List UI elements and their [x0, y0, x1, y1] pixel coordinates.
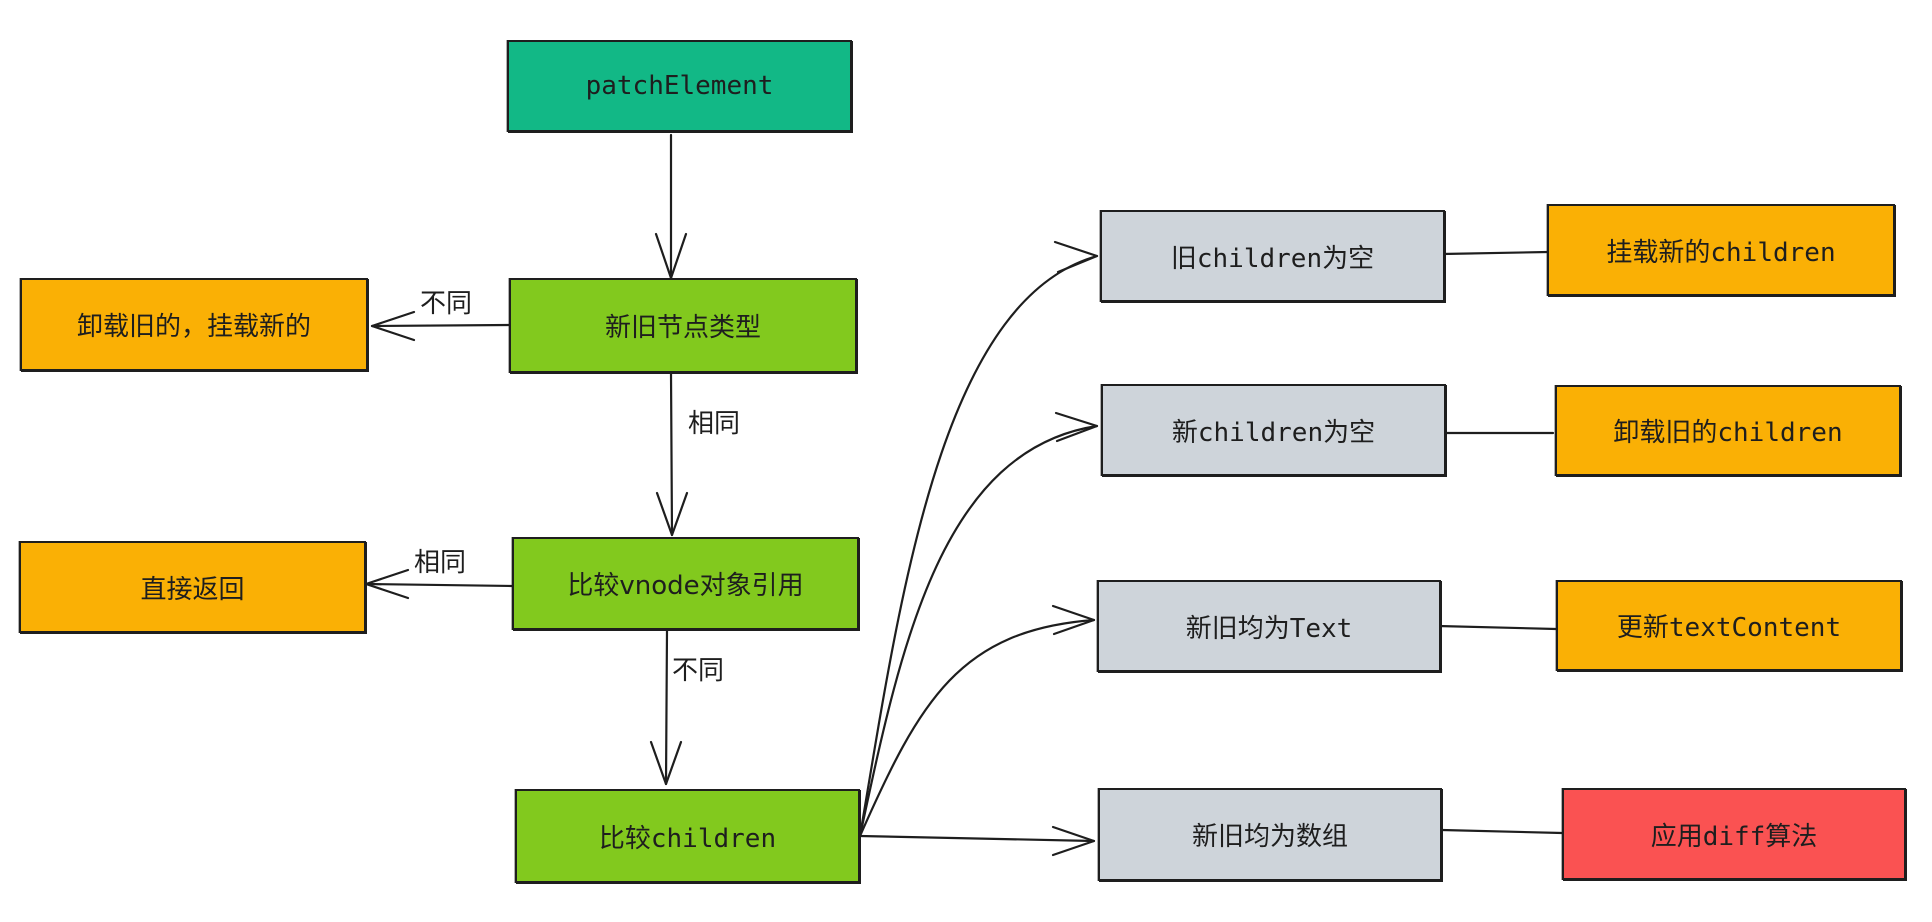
node-unmount-mount: 卸载旧的，挂载新的	[20, 278, 368, 371]
edge-label-ref-different: 不同	[672, 656, 725, 686]
edge-label-ref-same: 相同	[414, 548, 467, 578]
edge-type-to-unmount	[370, 323, 511, 328]
edge-old-empty-to-mount	[1440, 250, 1550, 256]
edge-ref-to-children	[664, 628, 669, 786]
node-return-direct: 直接返回	[19, 541, 366, 633]
node-unmount-old-children: 卸载旧的children	[1555, 385, 1901, 476]
node-patch-element: patchElement	[507, 40, 852, 132]
node-compare-ref: 比较vnode对象引用	[512, 537, 859, 630]
edge-children-to-both-array	[858, 834, 1096, 843]
edge-children-to-new-empty	[858, 424, 1099, 838]
arrowhead	[655, 491, 689, 537]
node-both-text: 新旧均为Text	[1097, 580, 1441, 672]
edge-ref-to-return	[364, 582, 514, 588]
arrowhead	[1054, 411, 1099, 443]
node-both-array: 新旧均为数组	[1098, 788, 1442, 881]
arrowhead	[649, 740, 683, 786]
edge-label-type-different: 不同	[420, 289, 473, 319]
node-node-type: 新旧节点类型	[509, 278, 857, 373]
arrowhead	[1051, 825, 1096, 857]
edge-both-array-to-diff	[1440, 828, 1564, 835]
node-apply-diff: 应用diff算法	[1562, 788, 1906, 880]
edge-children-to-both-text	[858, 618, 1096, 838]
node-compare-children: 比较children	[515, 789, 860, 883]
arrowhead	[1053, 240, 1099, 274]
edge-type-to-ref	[669, 371, 674, 537]
arrowhead	[1051, 604, 1096, 636]
edge-label-type-same: 相同	[688, 409, 741, 439]
node-mount-new-children: 挂载新的children	[1547, 204, 1895, 296]
node-new-empty: 新children为空	[1101, 384, 1446, 476]
edge-both-text-to-update	[1436, 624, 1558, 631]
arrowhead	[364, 568, 410, 600]
node-update-text: 更新textContent	[1556, 580, 1902, 671]
arrowhead	[370, 310, 416, 342]
edge-children-to-old-empty	[858, 254, 1099, 838]
node-old-empty: 旧children为空	[1100, 210, 1445, 302]
